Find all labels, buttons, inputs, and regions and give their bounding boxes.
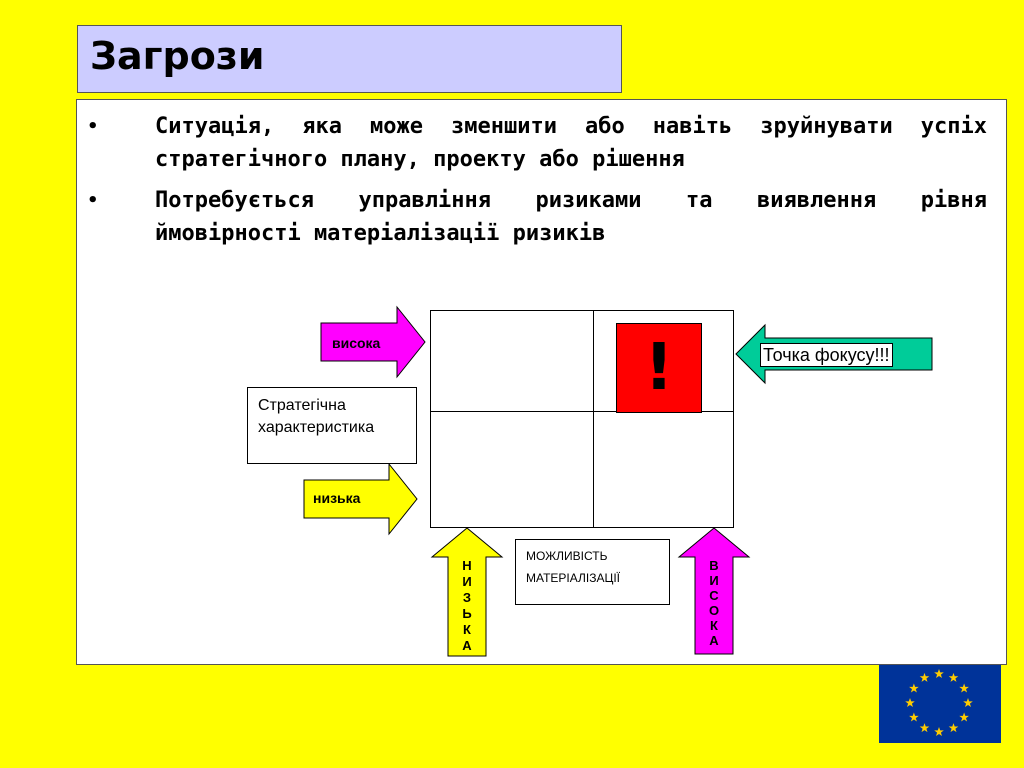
eu-stars-icon xyxy=(905,669,973,736)
focus-label: Точка фокусу!!! xyxy=(760,343,893,367)
letter: А xyxy=(462,638,472,653)
letter: И xyxy=(709,573,719,588)
low-up-arrow-icon xyxy=(430,527,504,657)
letter: В xyxy=(709,558,719,573)
high-arrow-icon xyxy=(320,305,426,379)
bullet-marker: • xyxy=(87,190,99,211)
letter: К xyxy=(463,622,471,637)
bullet-text: Ситуація, яка може зменшити або навіть з… xyxy=(155,114,987,172)
x-low-letters: Н И З Ь К А xyxy=(457,558,477,654)
title-box: Загрози xyxy=(77,25,622,93)
matrix-divider-vertical xyxy=(593,311,594,527)
letter: З xyxy=(462,590,472,605)
alert-cell: ! xyxy=(616,323,702,413)
x-axis-label: МОЖЛИВІСТЬ МАТЕРІАЛІЗАЦІЇ xyxy=(515,539,670,605)
y-low-label: низька xyxy=(313,490,361,506)
matrix-divider-horizontal xyxy=(431,411,733,412)
eu-flag-icon xyxy=(879,665,1001,743)
letter: Н xyxy=(462,558,472,573)
letter: К xyxy=(710,618,718,633)
letter: И xyxy=(462,574,472,589)
letter: С xyxy=(709,588,719,603)
bullet-item: • Потребується управління ризиками та ви… xyxy=(87,184,987,250)
slide-title: Загрози xyxy=(90,34,265,78)
y-high-label: висока xyxy=(332,335,381,351)
letter: А xyxy=(709,633,719,648)
low-arrow-icon xyxy=(303,462,418,536)
bullet-item: • Ситуація, яка може зменшити або навіть… xyxy=(87,110,987,176)
high-up-arrow-icon xyxy=(677,527,751,655)
letter: Ь xyxy=(462,606,472,621)
x-high-letters: В И С О К А xyxy=(704,558,724,648)
bullet-text: Потребується управління ризиками та вияв… xyxy=(155,188,987,246)
bullet-marker: • xyxy=(87,116,99,137)
letter: О xyxy=(708,603,720,618)
y-axis-label: Стратегічна характеристика xyxy=(247,387,417,464)
